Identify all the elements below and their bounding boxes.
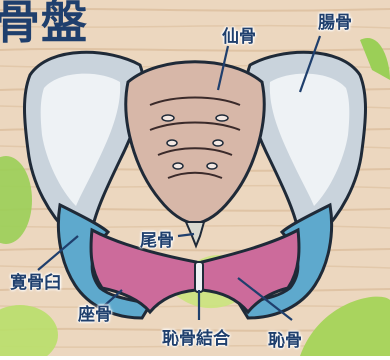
label-ischium: 座骨 [78,300,112,325]
page-title: 骨盤 [0,0,88,52]
pubic-symphysis-joint [195,262,203,292]
label-acetabulum: 寛骨臼 [10,268,61,293]
label-pubis: 恥骨 [268,326,302,351]
label-pubic-symphysis: 恥骨結合 [162,324,230,349]
label-sacrum: 仙骨 [222,22,256,47]
label-ilium: 腸骨 [318,8,352,33]
label-coccyx: 尾骨 [140,226,174,251]
